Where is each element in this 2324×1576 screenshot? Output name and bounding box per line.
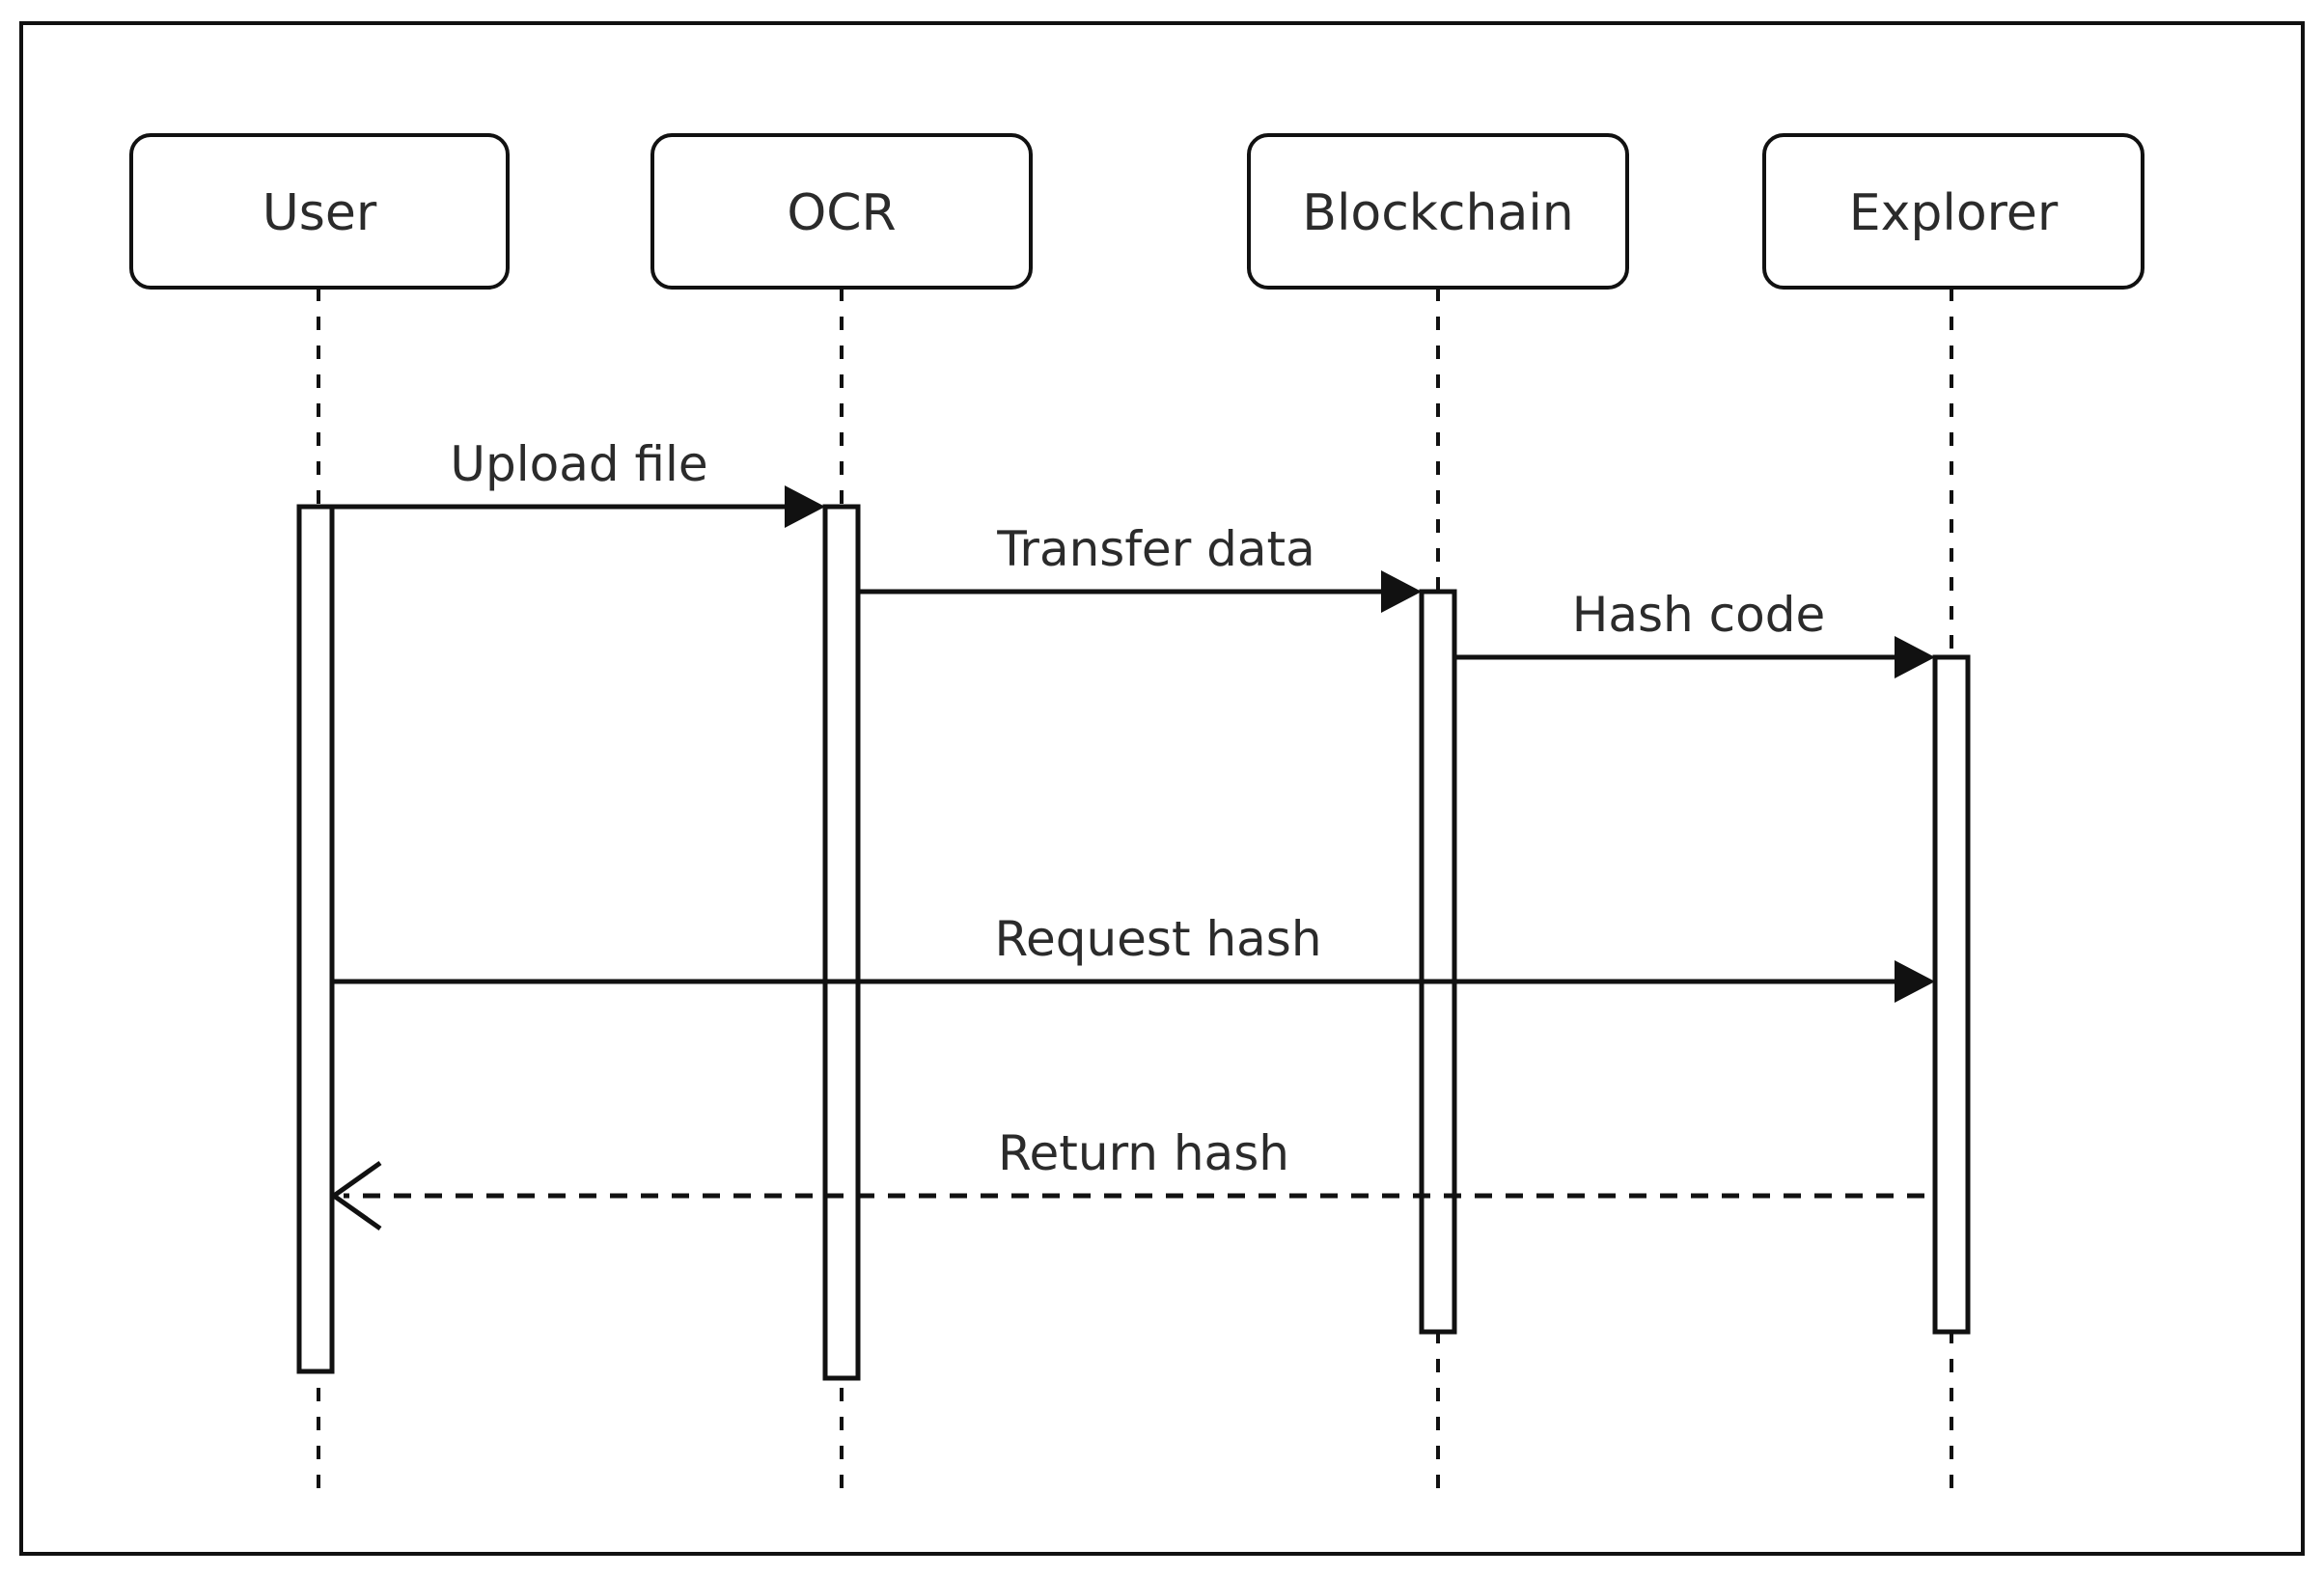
activation-bar-blockchain — [1419, 589, 1457, 1335]
participant-box-user — [129, 133, 510, 290]
participant-user[interactable]: User — [129, 133, 510, 290]
arrowhead-upload-file — [785, 485, 825, 528]
message-transfer-data[interactable]: Transfer data — [858, 521, 1422, 613]
activation-bar-user — [296, 504, 335, 1374]
message-hash-code[interactable]: Hash code — [1454, 587, 1935, 678]
participant-blockchain[interactable]: Blockchain — [1247, 133, 1629, 290]
message-label-return-hash: Return hash — [998, 1125, 1289, 1181]
message-label-hash-code: Hash code — [1572, 587, 1825, 643]
participant-label-user: User — [263, 184, 377, 242]
activation-bar-explorer — [1932, 654, 1971, 1335]
participant-box-explorer — [1762, 133, 2144, 290]
participant-box-ocr — [650, 133, 1033, 290]
arrowhead-transfer-data — [1381, 570, 1422, 613]
message-request-hash[interactable]: Request hash — [332, 911, 1935, 1003]
arrowhead-hash-code — [1895, 636, 1935, 678]
activation-bars-group — [296, 504, 1971, 1381]
participant-label-blockchain: Blockchain — [1302, 184, 1573, 242]
activation-bar-ocr — [822, 504, 861, 1381]
message-return-hash[interactable]: Return hash — [329, 1125, 1924, 1231]
arrowhead-return-hash — [329, 1160, 382, 1231]
participants-group: User OCR Blockchain Explorer — [129, 133, 2144, 290]
message-upload-file[interactable]: Upload file — [332, 436, 825, 528]
arrowhead-request-hash — [1895, 960, 1935, 1003]
message-label-upload-file: Upload file — [450, 436, 707, 492]
participant-label-ocr: OCR — [787, 184, 896, 242]
participant-ocr[interactable]: OCR — [650, 133, 1033, 290]
message-label-request-hash: Request hash — [994, 911, 1321, 967]
message-label-transfer-data: Transfer data — [996, 521, 1315, 577]
participant-box-blockchain — [1247, 133, 1629, 290]
participant-explorer[interactable]: Explorer — [1762, 133, 2144, 290]
participant-label-explorer: Explorer — [1849, 184, 2059, 242]
